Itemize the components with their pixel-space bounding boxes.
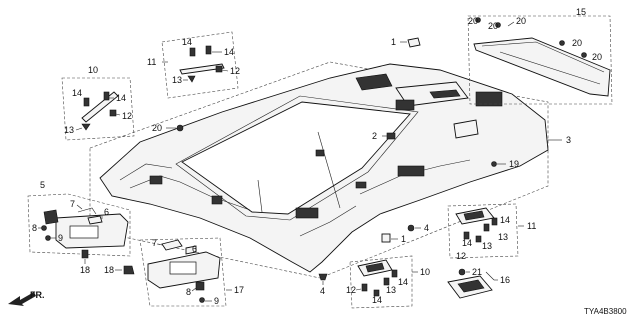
callout-20-b: 20 [468,16,478,26]
callout-20-c: 20 [488,21,498,31]
clip-19 [491,161,497,167]
clip-20-headliner [176,124,184,132]
clip-1-mid [381,233,391,243]
callout-14-a: 14 [182,37,192,47]
callout-11-top: 11 [147,57,156,67]
map-light-assembly [447,268,493,299]
grab-handle-group-top [161,31,239,99]
callout-14-f: 14 [398,277,408,287]
callout-20-e: 20 [572,38,582,48]
callout-14-b: 14 [224,47,234,57]
callout-12-c: 12 [346,285,356,295]
callout-1-top: 1 [391,37,396,47]
callout-8-mid: 8 [186,287,191,297]
front-direction-label: FR. [30,290,45,300]
callout-10-bottom: 10 [420,267,430,277]
visor-holder-18-mid [123,265,135,275]
callout-14-e: 14 [372,295,382,305]
callout-11-right: 11 [527,221,536,231]
callout-18-b: 18 [104,265,114,275]
callout-13-a: 13 [172,75,182,85]
callout-20-f: 20 [592,52,602,62]
callout-5: 5 [40,180,45,190]
callout-9-mid: 9 [214,296,219,306]
callout-8-left: 8 [32,223,37,233]
callout-3: 3 [566,135,571,145]
headliner-assembly [89,61,549,279]
callout-20-d: 20 [516,16,526,26]
callout-12-d: 12 [456,251,466,261]
callout-13-e: 13 [498,232,508,242]
callout-4-bottom: 4 [320,286,325,296]
callout-12-a: 12 [230,66,240,76]
grab-handle-group-left [61,77,135,141]
callout-17: 17 [234,285,244,295]
clip-1-top [407,37,421,48]
grab-handle-group-bottom [349,255,413,309]
callout-18-a: 18 [80,265,90,275]
clip-4-mid [407,224,415,232]
callout-15: 15 [576,7,586,17]
diagram-code: TYA4B3800 [584,307,627,316]
rear-trim-panel [467,15,613,105]
callout-1-mid: 1 [401,234,406,244]
callout-19: 19 [509,159,519,169]
callout-14-g: 14 [500,215,510,225]
callout-14-c: 14 [72,88,82,98]
callout-14-d: 14 [116,93,126,103]
callout-7-left: 7 [70,199,75,209]
callout-6-left: 6 [104,207,109,217]
sun-visor-left [27,193,131,257]
callout-12-b: 12 [122,111,132,121]
callout-10-top: 10 [88,65,98,75]
visor-holder-18-left [81,249,89,259]
sun-visor-right [139,237,227,307]
callout-7-mid: 7 [152,238,157,248]
front-direction-arrow [8,292,36,306]
clip-4-bottom [318,273,328,281]
callout-13-b: 13 [64,125,74,135]
callout-4-mid: 4 [424,223,429,233]
callout-14-h: 14 [462,238,472,248]
callout-9-left: 9 [58,233,63,243]
callout-2: 2 [372,131,377,141]
callout-21: 21 [472,267,482,277]
grab-handle-group-right [447,203,519,259]
callout-6-mid: 6 [192,244,197,254]
callout-16: 16 [500,275,510,285]
callout-20-headliner: 20 [152,123,162,133]
callout-13-d: 13 [482,241,492,251]
callout-13-c: 13 [386,285,396,295]
